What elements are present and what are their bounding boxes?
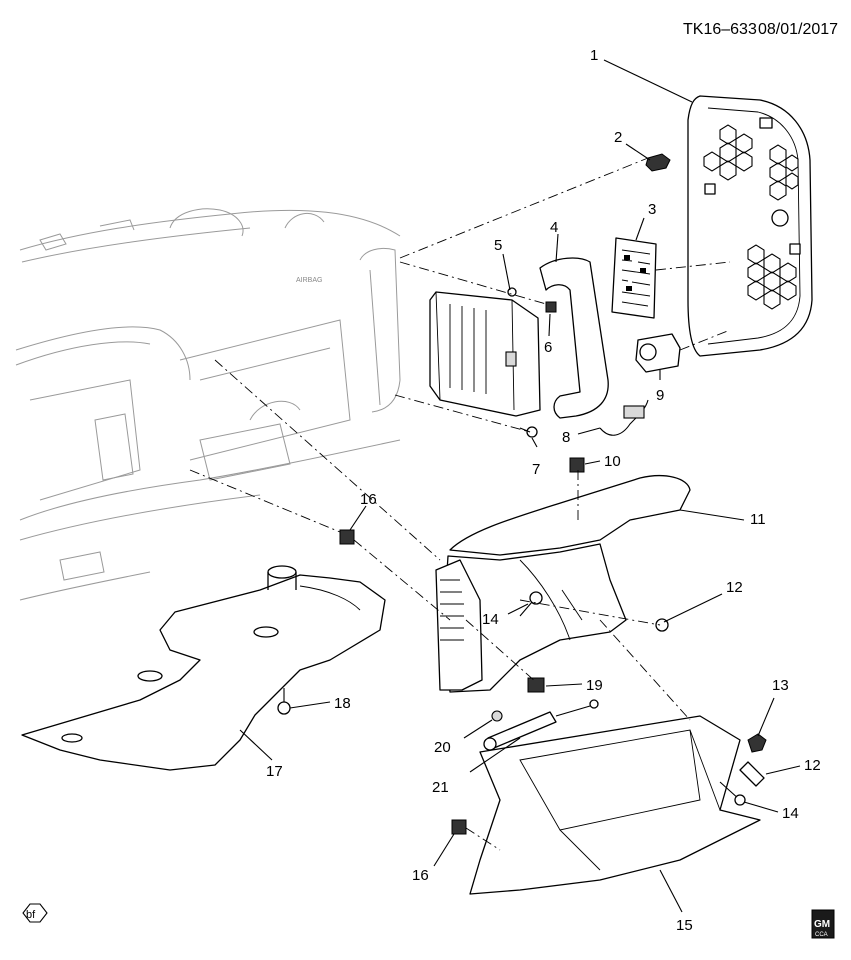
glove-box-door (469, 715, 761, 895)
fastener-20 (491, 710, 503, 722)
bf-text: bf (26, 909, 36, 921)
alignment-lines (189, 157, 731, 851)
callout-17: 17 (266, 763, 283, 780)
callout-4: 4 (550, 219, 558, 236)
screw-7 (519, 426, 538, 438)
compartment-upper (443, 475, 691, 693)
airbag-label: AIRBAG (296, 277, 322, 284)
hex-vent-pattern (703, 124, 799, 310)
callout-14a: 14 (482, 611, 499, 628)
clip-13 (747, 733, 767, 753)
callout-12b: 12 (804, 757, 821, 774)
screw-14-upper (519, 591, 543, 617)
damper-21 (483, 699, 599, 751)
switch-9 (635, 333, 681, 373)
side-trim-panel (687, 95, 813, 357)
gm-text: GM (814, 919, 830, 930)
callout-8: 8 (562, 429, 570, 446)
clip-16-upper (339, 529, 355, 545)
clip-6 (545, 301, 557, 313)
callout-18: 18 (334, 695, 351, 712)
gm-subtext: CCA (815, 932, 828, 938)
callout-20: 20 (434, 739, 451, 756)
callout-15: 15 (676, 917, 693, 934)
bf-badge: bf (22, 903, 48, 923)
bolt-12-lower (739, 761, 765, 787)
vent-bezel (539, 257, 609, 419)
side-damper-assembly (435, 559, 483, 691)
callout-16b: 16 (412, 867, 429, 884)
callout-14b: 14 (782, 805, 799, 822)
callout-2: 2 (614, 129, 622, 146)
callout-11: 11 (750, 511, 766, 528)
callout-12a: 12 (726, 579, 743, 596)
instrument-panel: AIRBAG (15, 208, 401, 601)
information-label (611, 237, 657, 319)
callout-16a: 16 (360, 491, 377, 508)
clip-16-lower (451, 819, 467, 835)
air-outlet (429, 287, 541, 417)
screw-14-lower (719, 781, 746, 806)
callout-5: 5 (494, 237, 502, 254)
diagram-code: TK16–633 (683, 21, 757, 38)
retainer-clip (645, 153, 671, 172)
callout-3: 3 (648, 201, 656, 218)
callout-21: 21 (432, 779, 449, 796)
callout-19: 19 (586, 677, 603, 694)
insulator-panel (21, 565, 386, 771)
callout-7: 7 (532, 461, 540, 478)
callout-9: 9 (656, 387, 664, 404)
gm-logo: GM CCA (811, 909, 835, 939)
clip-19 (527, 677, 545, 693)
callout-leaders (239, 59, 801, 913)
callout-10: 10 (604, 453, 621, 470)
diagram-date: 08/01/2017 (758, 21, 838, 38)
screw-18 (277, 688, 291, 715)
callout-numbers: 1 2 3 4 5 6 7 8 9 10 11 12 12 13 14 14 1… (266, 47, 821, 934)
fastener-10 (569, 457, 585, 473)
wiring-harness (599, 399, 649, 436)
callout-6: 6 (544, 339, 552, 356)
callout-1: 1 (590, 47, 598, 64)
callout-13: 13 (772, 677, 789, 694)
